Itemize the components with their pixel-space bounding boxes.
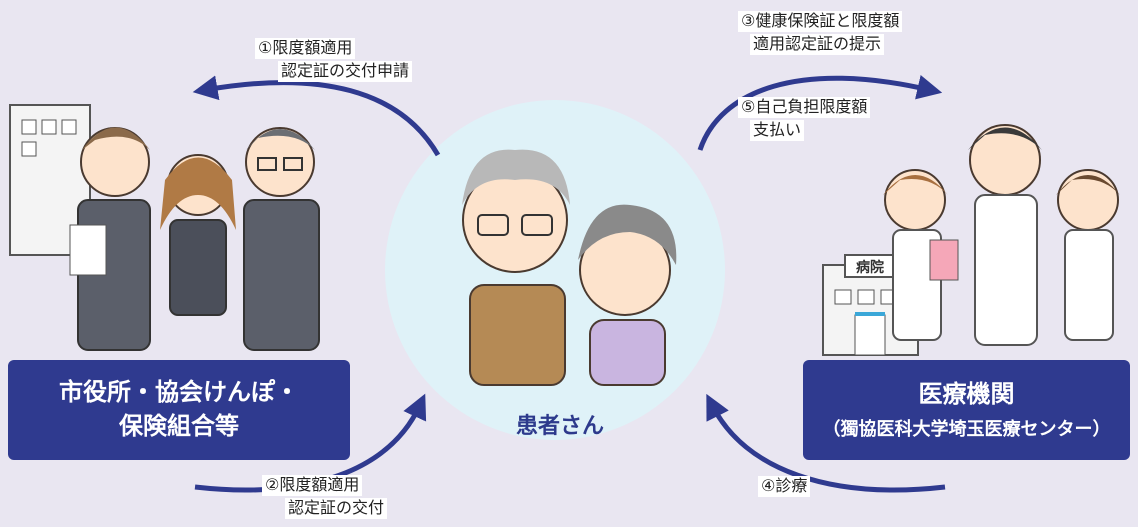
medical-institution-box: 医療機関 （獨協医科大学埼玉医療センター） xyxy=(803,360,1130,460)
municipal-office-label-line2: 保険組合等 xyxy=(119,412,239,440)
step2-line2: 認定証の交付 xyxy=(285,498,388,519)
hospital-sign: 病院 xyxy=(856,259,884,276)
patient-label: 患者さん xyxy=(515,414,604,439)
step3-line2: 適用認定証の提示 xyxy=(750,34,885,55)
arrow-4 xyxy=(706,393,946,493)
step4-line1: ④診療 xyxy=(758,476,811,497)
municipal-office-label-line1: 市役所・協会けんぽ・ xyxy=(59,378,299,407)
step5-line1: ⑤自己負担限度額 xyxy=(738,97,871,118)
officials-illustration xyxy=(69,127,320,351)
step1-line2: 認定証の交付申請 xyxy=(278,61,413,82)
municipal-office-box: 市役所・協会けんぽ・ 保険組合等 xyxy=(8,360,350,460)
medical-staff-illustration xyxy=(883,124,1120,346)
step3-line1: ③健康保険証と限度額 xyxy=(738,11,903,32)
medical-institution-label: 医療機関 xyxy=(918,379,1015,408)
arrow-1 xyxy=(192,75,441,157)
arrow-3 xyxy=(697,75,943,151)
step2-line1: ②限度額適用 xyxy=(262,475,363,496)
medical-institution-name: （獨協医科大学埼玉医療センター） xyxy=(822,419,1111,441)
patients-illustration xyxy=(462,149,677,386)
step5-line2: 支払い xyxy=(750,120,805,141)
step1-line1: ①限度額適用 xyxy=(255,38,356,59)
